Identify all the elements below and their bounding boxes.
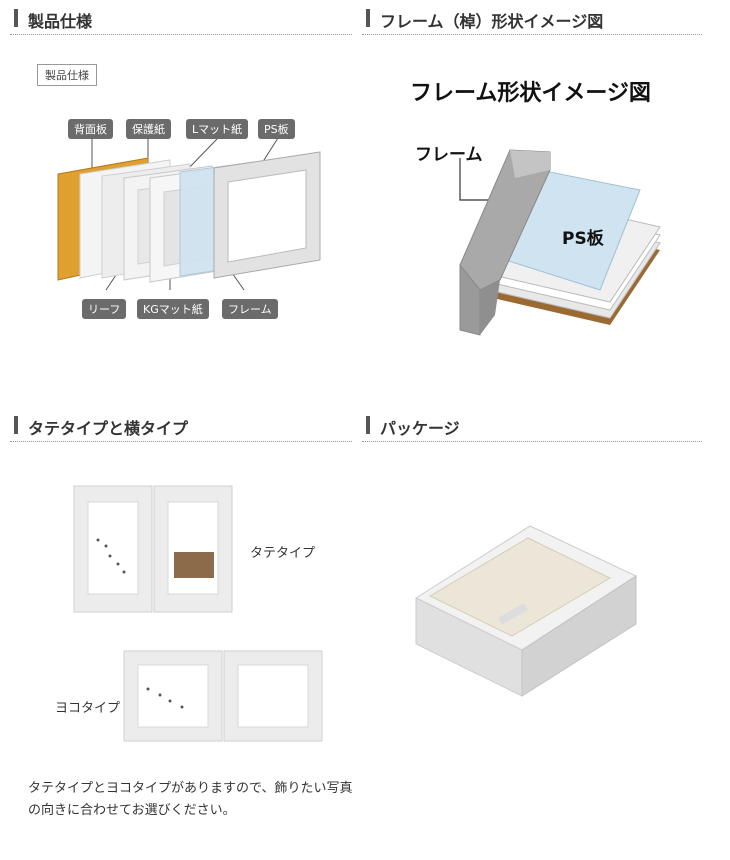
- tate-frame-illustration: [73, 485, 233, 613]
- section-title: フレーム（棹）形状イメージ図: [380, 12, 604, 31]
- yoko-frame-illustration: [123, 650, 323, 742]
- tag-leaf: リーフ: [82, 299, 127, 319]
- tag-l-mat: Lマット紙: [186, 119, 249, 139]
- tag-ps-board: PS板: [258, 119, 295, 139]
- section-title: タテタイプと横タイプ: [28, 419, 189, 438]
- frame-label: フレーム: [415, 145, 483, 165]
- section-header-spec: 製品仕様: [10, 6, 352, 35]
- yoko-label: ヨコタイプ: [55, 701, 121, 716]
- section-header-types: タテタイプと横タイプ: [10, 413, 352, 442]
- heading-bar: [366, 9, 370, 27]
- frame-shape-illustration: [459, 149, 661, 336]
- tag-kg-mat: KGマット紙: [137, 299, 209, 319]
- ps-label: PS板: [562, 229, 604, 249]
- heading-bar: [14, 416, 18, 434]
- package-box-illustration: [414, 525, 638, 697]
- section-title: 製品仕様: [28, 12, 93, 31]
- section-header-package: パッケージ: [362, 413, 702, 442]
- tag-protective-paper: 保護紙: [126, 119, 171, 139]
- shape-diagram-title: フレーム形状イメージ図: [410, 81, 651, 106]
- types-description: タテタイプとヨコタイプがありますので、飾りたい写真の向きに合わせてお選びください…: [28, 781, 353, 818]
- heading-bar: [14, 9, 18, 27]
- tag-back-board: 背面板: [68, 119, 113, 139]
- tag-frame: フレーム: [222, 299, 278, 319]
- exploded-frame-diagram: [57, 137, 321, 291]
- tate-label: タテタイプ: [250, 546, 316, 561]
- heading-bar: [366, 416, 370, 434]
- section-header-shape: フレーム（棹）形状イメージ図: [362, 6, 702, 35]
- section-title: パッケージ: [380, 419, 460, 438]
- spec-label-box: 製品仕様: [37, 64, 97, 86]
